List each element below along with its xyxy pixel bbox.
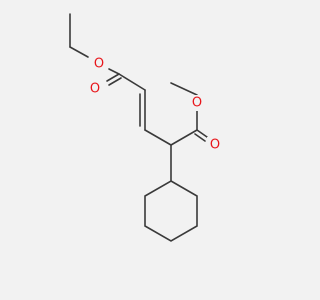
bond-c4-ester-c xyxy=(170,129,198,146)
atom-bg-methyl-ether-o xyxy=(189,95,205,111)
bond-ethyl-carbonyl-double-a xyxy=(106,73,120,82)
bond-methyl-carbonyl-double-a xyxy=(196,129,208,138)
bond-methyl-carbonyl-double-b xyxy=(194,133,206,142)
diagram-background xyxy=(0,0,300,300)
atom-label-layer: O O O O xyxy=(87,56,223,153)
bond-ether-o-carbonyl-c xyxy=(108,68,120,75)
atom-bg-ethyl-ether-o xyxy=(91,56,107,72)
bond-ethyl-ch2-o xyxy=(69,46,89,58)
bond-ether-o-methyl xyxy=(170,82,198,96)
atom-oxygen-ethyl-carbonyl: O xyxy=(90,82,100,97)
atom-bg-ethyl-carbonyl-o xyxy=(87,80,103,96)
atom-oxygen-ethyl-ether: O xyxy=(94,57,104,72)
atom-oxygen-methyl-carbonyl: O xyxy=(210,138,220,153)
molecule-structure-diagram: O O O O xyxy=(0,0,300,300)
atom-bg-methyl-carbonyl-o xyxy=(207,137,223,153)
atom-oxygen-methyl-ether: O xyxy=(192,96,202,111)
bond-c3-c4 xyxy=(144,129,172,146)
bond-layer xyxy=(69,13,208,242)
bond-c1-c2 xyxy=(118,73,146,91)
cyclohexane-ring xyxy=(144,180,198,242)
bond-ethyl-carbonyl-double-b xyxy=(108,77,122,86)
